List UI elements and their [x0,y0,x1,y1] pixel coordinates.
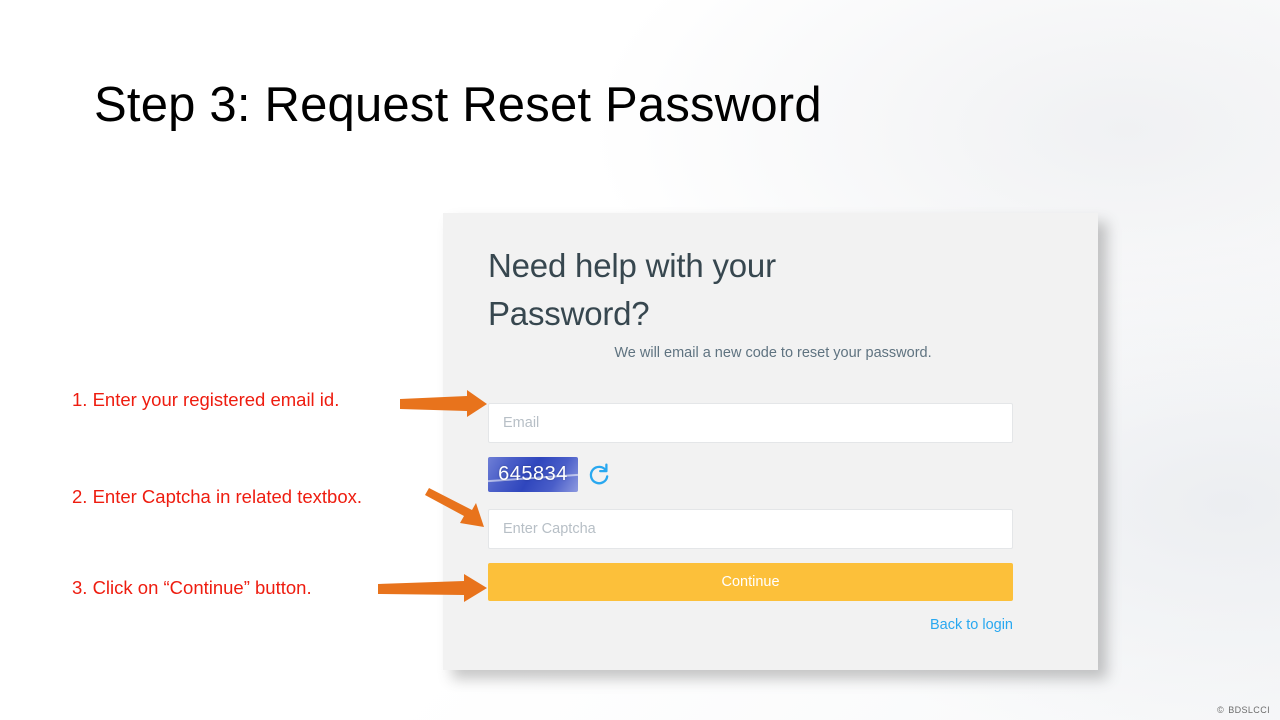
annotation-step-3: 3. Click on “Continue” button. [72,577,312,598]
captcha-input[interactable]: Enter Captcha [488,509,1013,549]
refresh-icon[interactable] [587,461,611,487]
card-heading: Need help with your Password? [488,247,776,332]
reset-password-card: Need help with your Password? We will em… [443,213,1098,670]
copyright-icon: © [1217,705,1225,715]
captcha-image: 645834 [488,457,578,492]
card-subtext: We will email a new code to reset your p… [614,345,932,361]
email-input-placeholder: Email [503,415,540,431]
annotation-step-2: 2. Enter Captcha in related textbox. [72,486,363,507]
annotation-step-1: 1. Enter your registered email id. [72,389,340,410]
continue-button[interactable]: Continue [488,563,1013,601]
captcha-input-placeholder: Enter Captcha [503,521,596,537]
captcha-code-text: 645834 [498,463,568,485]
page-title: Step 3: Request Reset Password [94,78,822,132]
back-to-login-link[interactable]: Back to login [929,617,1013,633]
footer-copyright: © BDSLCCI [1217,705,1270,715]
copyright-text: BDSLCCI [1228,705,1270,715]
email-input[interactable]: Email [488,403,1013,443]
